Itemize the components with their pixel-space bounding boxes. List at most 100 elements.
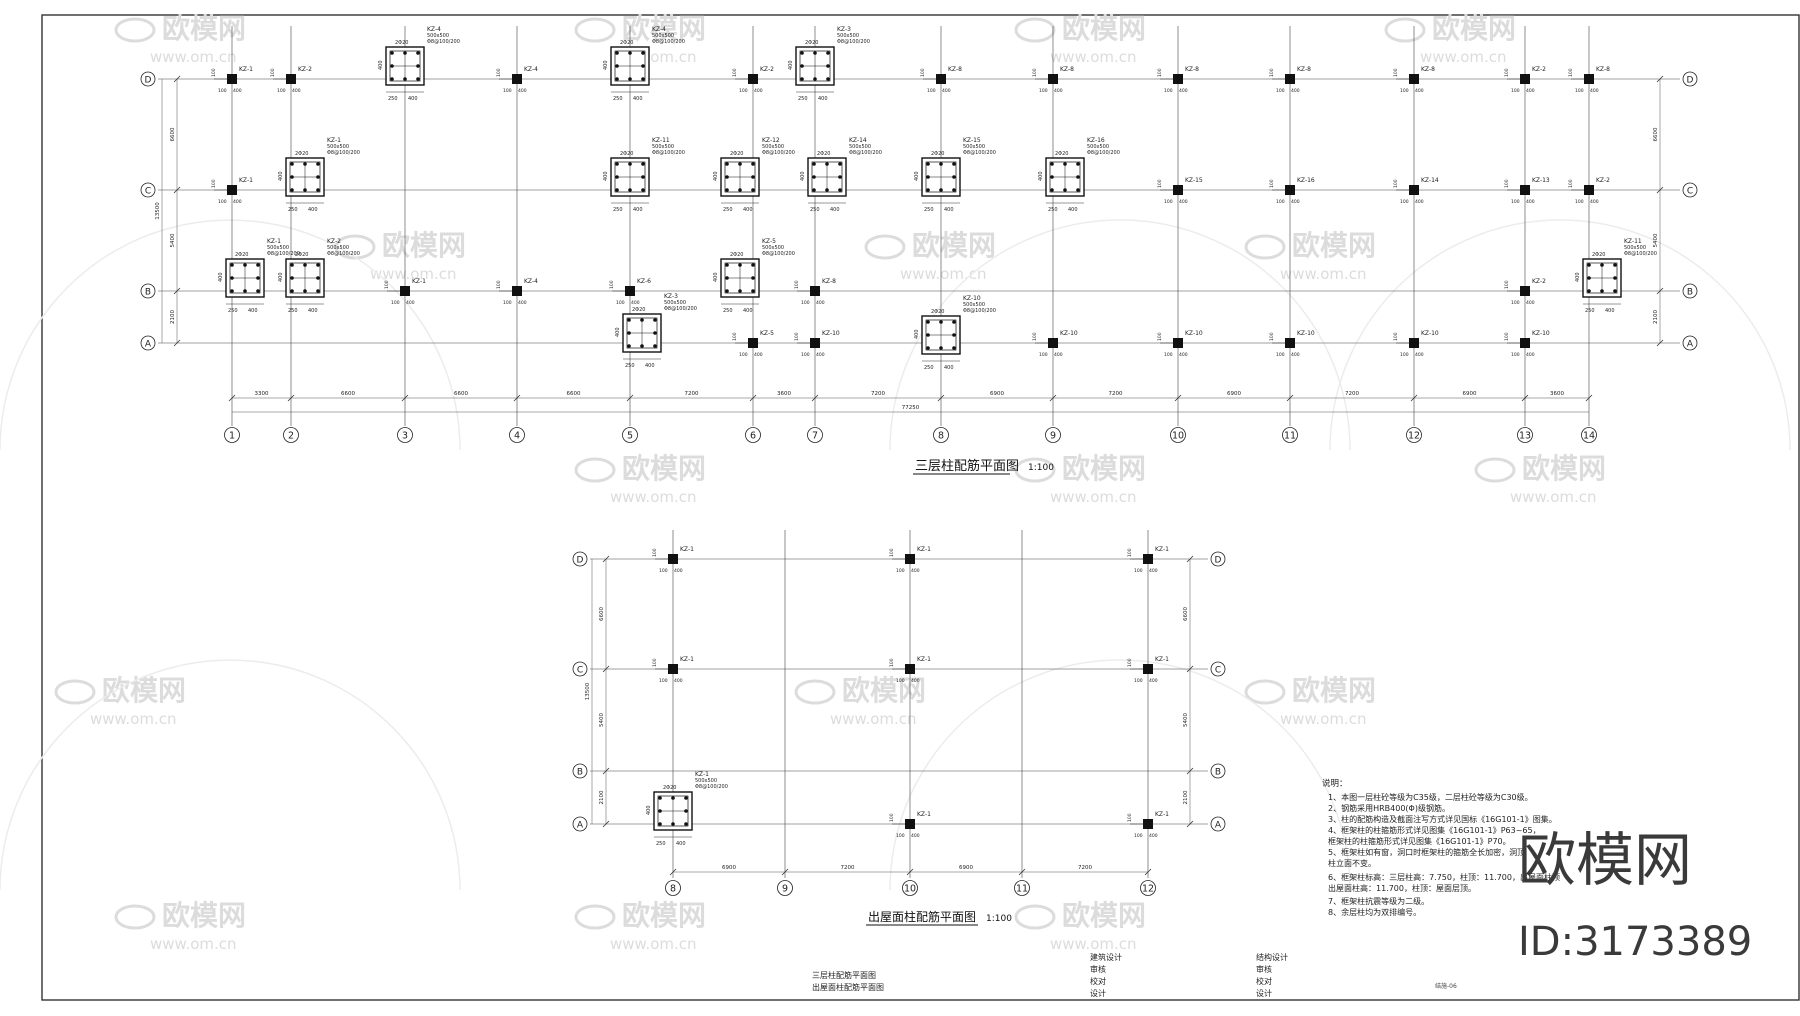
rebar-dot (290, 175, 294, 179)
column-marker (286, 74, 296, 84)
column-marker (512, 74, 522, 84)
column-tag: KZ-1 (1155, 811, 1169, 818)
column-dim-text: 400 (788, 60, 794, 70)
watermark-url: www.om.cn (1050, 935, 1137, 953)
lower-plan-scale: 1:100 (986, 914, 1012, 924)
dimension-text: 5400 (170, 233, 176, 247)
column-dim-text: 100 (1134, 568, 1143, 574)
column-marker (1173, 74, 1183, 84)
column-tag: KZ-10 (963, 295, 981, 302)
grid-axis-bubble (509, 427, 525, 443)
column-spec: 2Φ20 (1055, 151, 1068, 157)
grid-axis-bubble (1210, 661, 1226, 677)
column-dim-text: 400 (1526, 88, 1535, 94)
lower-plan-title: 出屋面柱配筋平面图 (868, 909, 976, 924)
note-line: 5、框架柱如有窗，洞口时框架柱的箍筋全长加密，洞顶 (1328, 847, 1525, 857)
column-dim-text: 250 (228, 308, 238, 314)
rebar-dot (800, 77, 804, 81)
grid-axis-bubble (397, 427, 413, 443)
dimension-tick (1656, 287, 1664, 295)
signature-label: 建筑设计 (1090, 952, 1122, 962)
column-dim-text: 100 (652, 548, 658, 557)
column-dim-text: 400 (1415, 352, 1424, 358)
dimension-text: 6900 (959, 865, 973, 871)
rebar-dot (628, 188, 632, 192)
column-dim-text: 400 (1179, 88, 1188, 94)
column-spec: Φ8@100/200 (762, 251, 795, 257)
column-marker (512, 286, 522, 296)
column-dim-text: 400 (816, 300, 825, 306)
column-tag: KZ-8 (1596, 66, 1610, 73)
watermark-logo-icon (54, 679, 96, 705)
rebar-dot (738, 188, 742, 192)
watermark-url: www.om.cn (1050, 48, 1137, 66)
rebar-dot (738, 263, 742, 267)
watermark-logo-icon (1014, 457, 1056, 483)
column-dim-text: 100 (896, 833, 905, 839)
dimension-tick (1186, 820, 1194, 828)
column-dim-text: 100 (1393, 179, 1399, 188)
watermark-logo-icon (574, 457, 616, 483)
dimension-tick (1018, 868, 1026, 876)
column-dim-text: 400 (911, 678, 920, 684)
grid-axis-label: 11 (1016, 884, 1028, 895)
column-dim-text: 100 (1276, 352, 1285, 358)
rebar-dot (403, 77, 407, 81)
column-dim-text: 400 (942, 88, 951, 94)
column-tag: KZ-1 (239, 177, 253, 184)
rebar-dot (615, 64, 619, 68)
column-tag: KZ-2 (1596, 177, 1610, 184)
column-dim-text: 400 (408, 96, 418, 102)
rebar-dot (1587, 289, 1591, 293)
dimension-tick (781, 868, 789, 876)
rebar-dot (751, 162, 755, 166)
column-spec: 500x500 (652, 33, 674, 39)
column-tag: KZ-4 (427, 26, 441, 33)
column-tag: KZ-1 (695, 771, 709, 778)
column-dim-text: 100 (739, 88, 748, 94)
grid-axis-bubble (1210, 816, 1226, 832)
rebar-dot (416, 64, 420, 68)
column-tag: KZ-16 (1087, 137, 1105, 144)
column-spec: 500x500 (327, 144, 349, 150)
watermark-logo-icon (334, 234, 376, 260)
column-tag: KZ-10 (1297, 330, 1315, 337)
column-tag: KZ-10 (1185, 330, 1203, 337)
column-dim-text: 400 (1415, 88, 1424, 94)
column-dim-text: 400 (754, 352, 763, 358)
column-spec: Φ8@100/200 (1624, 251, 1657, 257)
dimension-text: 7200 (1345, 391, 1359, 397)
rebar-dot (926, 346, 930, 350)
column-dim-text: 250 (723, 308, 733, 314)
column-dim-text: 400 (1291, 352, 1300, 358)
grid-axis-bubble (807, 427, 823, 443)
column-tag: KZ-11 (652, 137, 670, 144)
grid-axis-label: A (145, 340, 152, 350)
rebar-dot (671, 796, 675, 800)
dimension-text: 2100 (1183, 790, 1189, 804)
column-dim-text: 100 (889, 813, 895, 822)
column-dim-text: 100 (1127, 658, 1133, 667)
watermark-brand: 欧模网 (622, 452, 706, 485)
column-dim-text: 100 (496, 68, 502, 77)
column-dim-text: 400 (1179, 199, 1188, 205)
dimension-tick (602, 555, 610, 563)
rebar-dot (684, 822, 688, 826)
column-dim-text: 100 (1164, 352, 1173, 358)
column-dim-text: 100 (732, 68, 738, 77)
column-tag: KZ-1 (239, 66, 253, 73)
column-dim-text: 250 (723, 207, 733, 213)
column-dim-text: 400 (1149, 833, 1158, 839)
dimension-tick (228, 394, 236, 402)
rebar-dot (684, 809, 688, 813)
rebar-dot (290, 276, 294, 280)
note-line: 2、钢筋采用HRB400(Φ)级钢筋。 (1328, 803, 1450, 813)
rebar-dot (725, 263, 729, 267)
column-dim-text: 400 (1149, 678, 1158, 684)
rebar-dot (1076, 175, 1080, 179)
rebar-dot (290, 289, 294, 293)
column-dim-text: 400 (1291, 88, 1300, 94)
column-spec: Φ8@100/200 (427, 39, 460, 45)
column-tag: KZ-12 (762, 137, 780, 144)
